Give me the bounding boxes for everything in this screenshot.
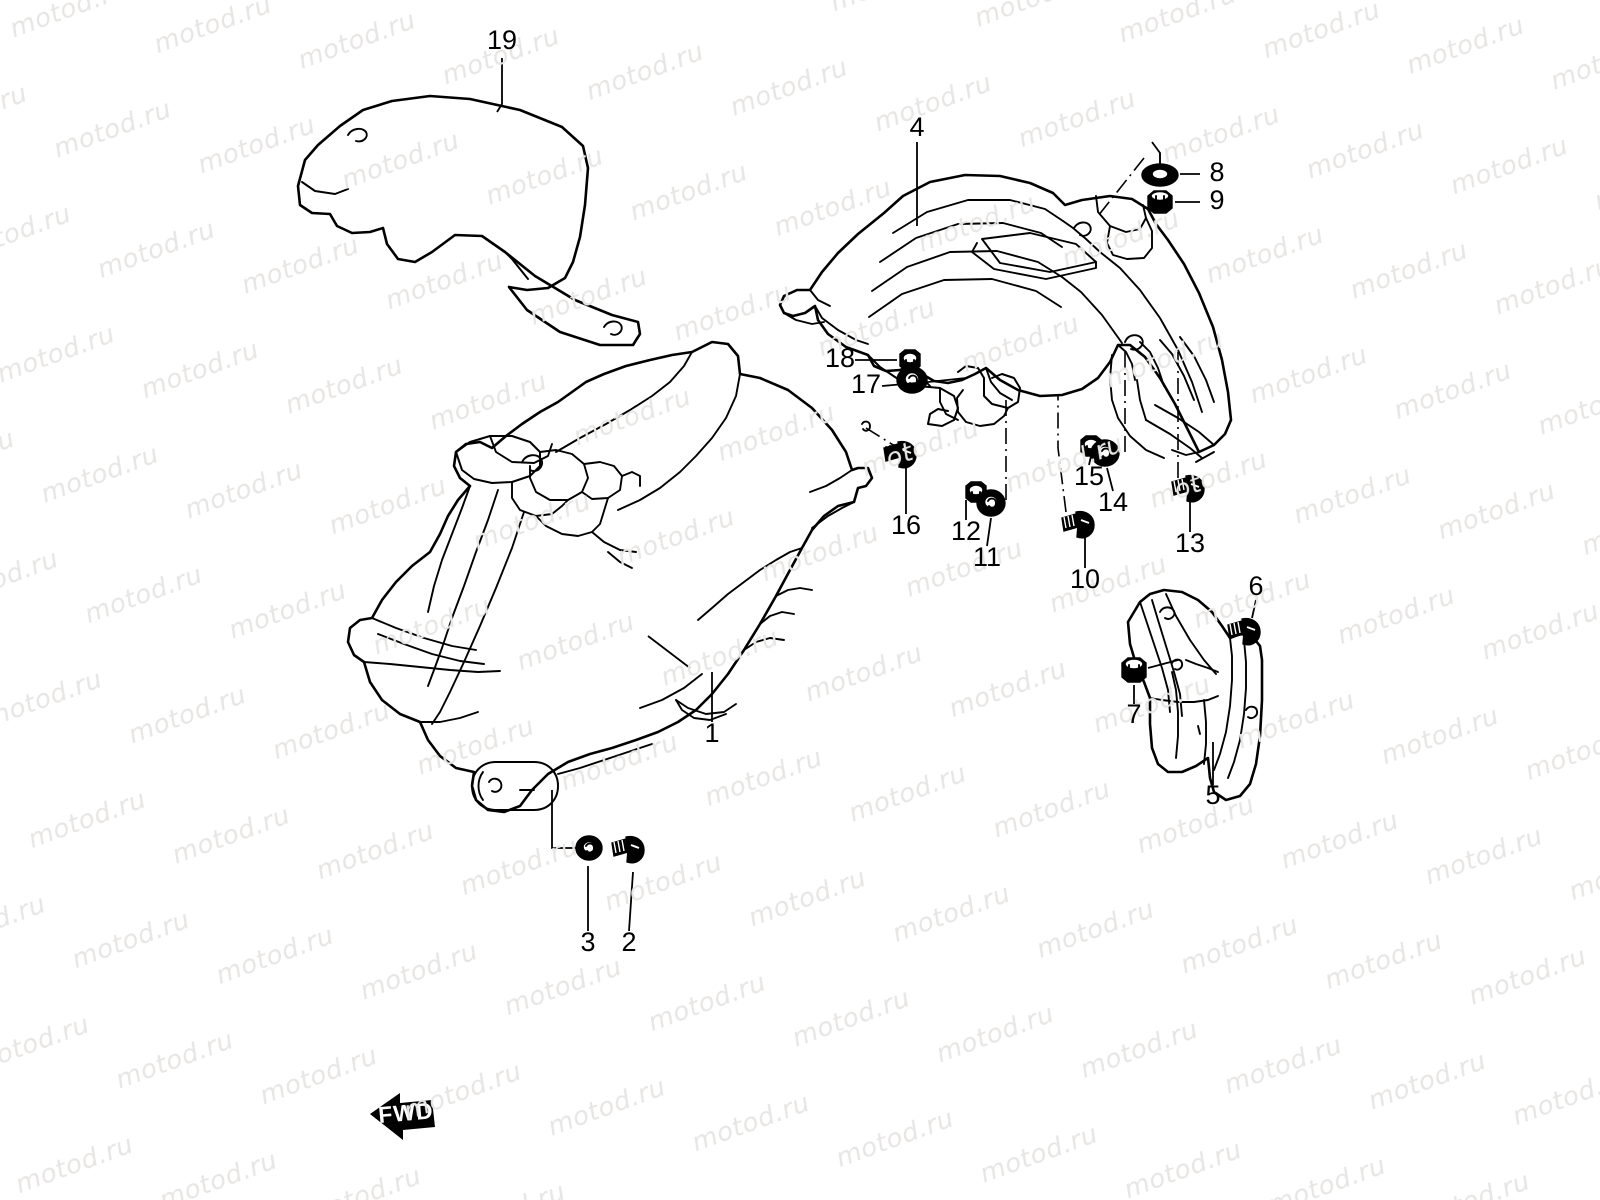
callout-number-6[interactable]: 6	[1248, 571, 1263, 601]
callout-number-15[interactable]: 15	[1074, 461, 1104, 491]
callout-number-1[interactable]: 1	[704, 718, 719, 748]
callout-number-9[interactable]: 9	[1209, 185, 1224, 215]
callout-number-8[interactable]: 8	[1209, 157, 1224, 187]
callout-number-17[interactable]: 17	[851, 369, 881, 399]
callout-number-12[interactable]: 12	[951, 516, 981, 546]
callout-number-18[interactable]: 18	[825, 343, 855, 373]
callout-number-11[interactable]: 11	[973, 542, 1001, 572]
callout-number-19[interactable]: 19	[487, 25, 517, 55]
callout-number-7[interactable]: 7	[1126, 699, 1141, 729]
callout-number-16[interactable]: 16	[891, 510, 921, 540]
callout-number-5[interactable]: 5	[1205, 780, 1220, 810]
callout-number-3[interactable]: 3	[580, 927, 595, 957]
callout-number-14[interactable]: 14	[1098, 487, 1128, 517]
callout-number-13[interactable]: 13	[1175, 528, 1205, 558]
callout-number-2[interactable]: 2	[621, 927, 636, 957]
callout-number-4[interactable]: 4	[909, 112, 924, 142]
callout-number-10[interactable]: 10	[1070, 564, 1100, 594]
